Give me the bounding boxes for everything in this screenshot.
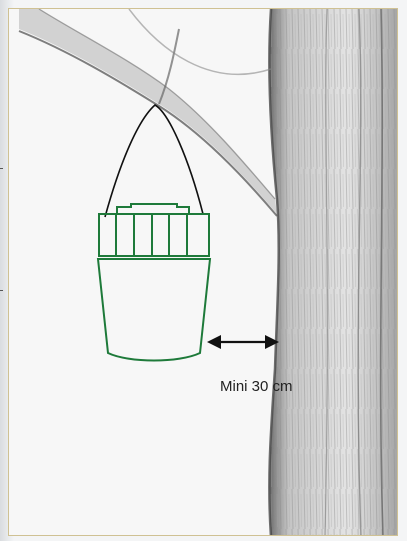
installation-illustration: Mini 30 cm — [9, 9, 398, 536]
tree-trunk — [269, 9, 398, 536]
distance-arrow — [207, 335, 279, 349]
clearance-label: Mini 30 cm — [220, 378, 293, 395]
edge-mark — [0, 290, 3, 291]
edge-mark — [0, 168, 3, 169]
illustration-frame: Mini 30 cm — [8, 8, 398, 536]
trap — [98, 204, 210, 361]
